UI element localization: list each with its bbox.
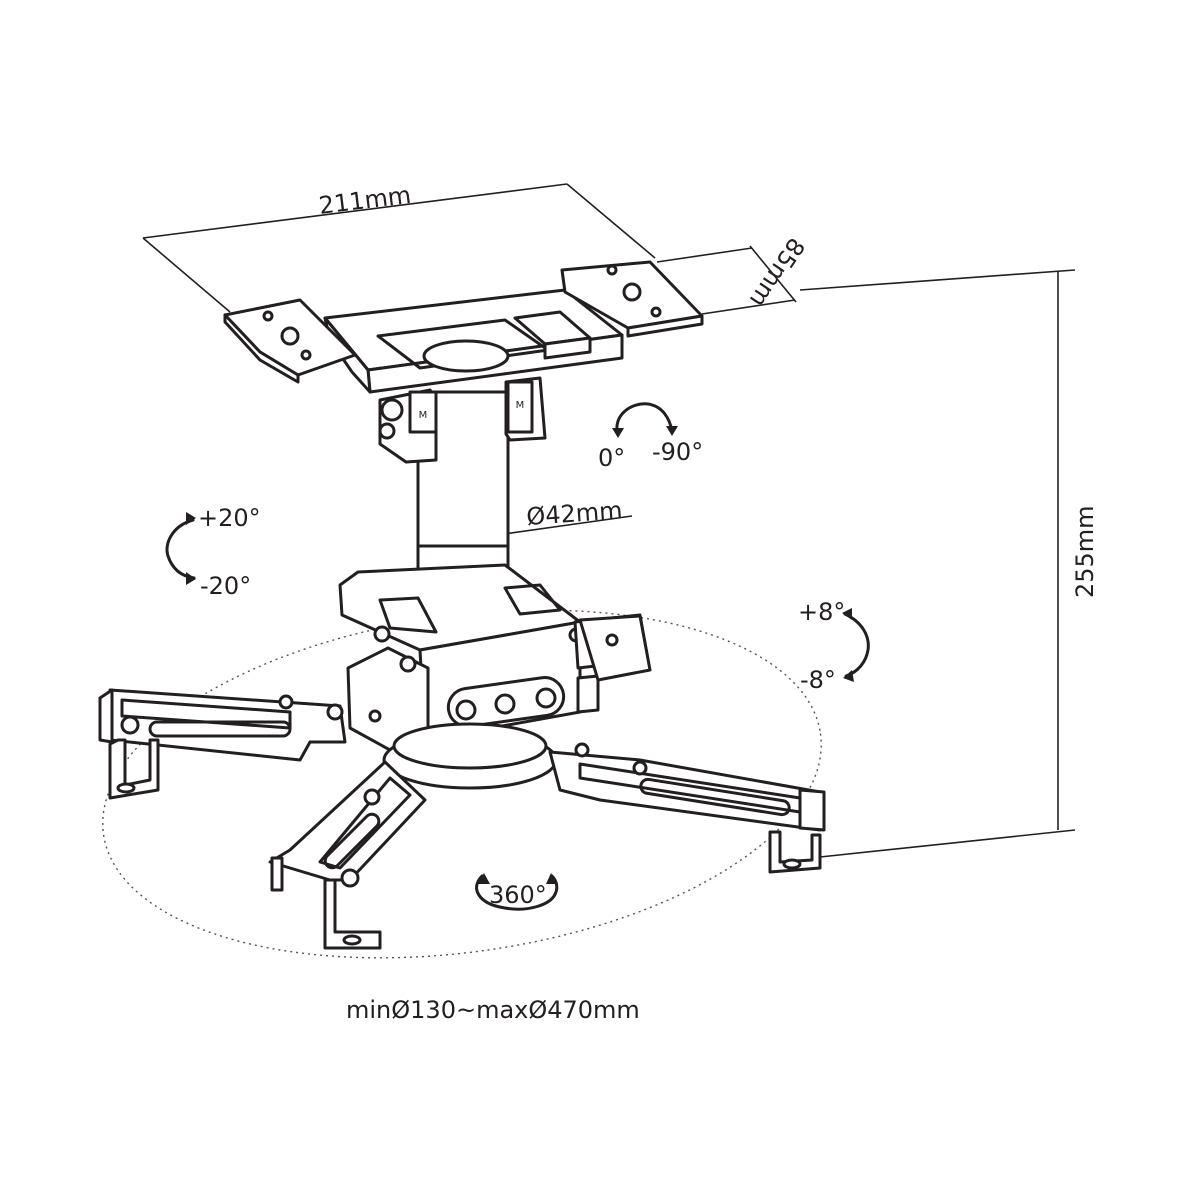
swivel-start-label: 0° bbox=[598, 444, 625, 472]
arm-front bbox=[268, 760, 427, 950]
tilt-down-label: -20° bbox=[200, 572, 251, 600]
svg-text:M: M bbox=[516, 400, 525, 411]
swivel-arrow-icon bbox=[615, 402, 674, 437]
roll-arrow-icon bbox=[843, 612, 870, 678]
plate-width-label: 211mm bbox=[317, 181, 412, 220]
rotation-arrows bbox=[165, 402, 870, 911]
plate-depth-label: 85mm bbox=[744, 233, 810, 313]
spread-range-label: minØ130~maxØ470mm bbox=[346, 996, 640, 1024]
swivel-end-label: -90° bbox=[652, 438, 703, 466]
pole-diameter-label: Ø42mm bbox=[525, 496, 623, 531]
roll-up-label: +8° bbox=[798, 598, 845, 626]
arm-right bbox=[548, 742, 826, 874]
roll-down-label: -8° bbox=[800, 666, 836, 694]
height-label: 255mm bbox=[1071, 505, 1099, 598]
arm-back bbox=[578, 614, 652, 682]
tilt-arrow-icon bbox=[165, 518, 196, 580]
tilt-head bbox=[338, 563, 650, 752]
arm-left bbox=[98, 688, 347, 800]
rotating-base bbox=[382, 722, 558, 790]
svg-text:M: M bbox=[419, 410, 428, 421]
rotation-label: 360° bbox=[489, 881, 547, 909]
dimension-lines bbox=[142, 183, 1076, 858]
tilt-up-label: +20° bbox=[198, 504, 261, 532]
ceiling-plate bbox=[223, 260, 704, 394]
